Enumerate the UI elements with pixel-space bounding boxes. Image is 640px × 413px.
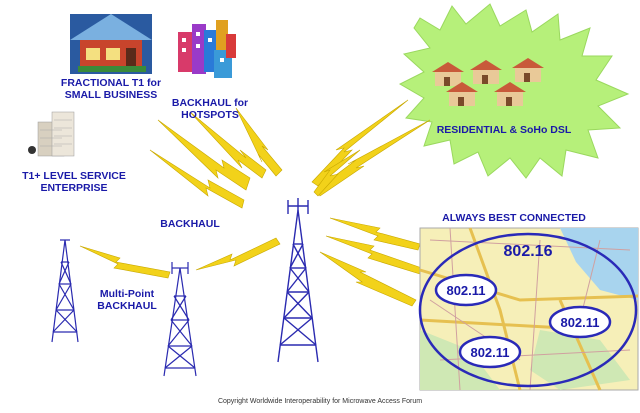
- coverage-802-11-bottom-ellipse: [458, 335, 522, 369]
- lightning-bolt: [79, 245, 171, 279]
- label-802-11-right: 802.11: [560, 315, 599, 330]
- wireless-links: [79, 99, 431, 307]
- lightning-bolt: [315, 119, 431, 197]
- fractional-t1-label: FRACTIONAL T1 for SMALL BUSINESS: [46, 77, 176, 101]
- fractional-t1-line2: SMALL BUSINESS: [64, 89, 158, 101]
- left-tower: [51, 239, 79, 343]
- copyright-text: Copyright Worldwide Interoperability for…: [217, 398, 423, 405]
- lightning-bolt: [319, 251, 417, 307]
- city-map: 802.16 802.11 802.11 802.11: [418, 227, 639, 391]
- multipoint-line2: BACKHAUL: [97, 300, 157, 312]
- lightning-bolt: [157, 119, 251, 191]
- lightning-bolt: [329, 217, 421, 251]
- backhaul-label: BACKHAUL: [160, 218, 220, 230]
- small-business-icon: [70, 14, 152, 74]
- central-tower: [277, 198, 319, 363]
- label-802-11-left: 802.11: [446, 283, 485, 298]
- fractional-t1-line1: FRACTIONAL T1 for: [60, 77, 162, 89]
- t1-enterprise-label: T1+ LEVEL SERVICE ENTERPRISE: [14, 170, 134, 194]
- multipoint-tower: [163, 262, 197, 377]
- multipoint-line1: Multi-Point: [99, 288, 155, 300]
- lightning-bolt: [149, 149, 245, 209]
- backhaul-hotspots-line2: HOTSPOTS: [181, 109, 239, 121]
- lightning-bolt: [189, 111, 267, 179]
- hotspot-buildings-icon: [178, 20, 236, 78]
- t1-enterprise-line1: T1+ LEVEL SERVICE: [22, 170, 126, 182]
- t1-enterprise-line2: ENTERPRISE: [40, 182, 108, 194]
- lightning-bolt: [195, 237, 281, 271]
- lightning-bolt: [235, 107, 283, 177]
- residential-label: RESIDENTIAL & SoHo DSL: [436, 124, 572, 136]
- always-best-connected-label: ALWAYS BEST CONNECTED: [442, 212, 586, 224]
- multipoint-backhaul-label: Multi-Point BACKHAUL: [82, 288, 172, 312]
- coverage-802-16-ellipse: [418, 232, 638, 388]
- coverage-802-11-right-ellipse: [548, 305, 612, 339]
- coverage-802-11-left-ellipse: [434, 273, 498, 307]
- residential-houses-icon: [432, 58, 544, 106]
- enterprise-building-icon: [28, 111, 75, 157]
- backhaul-hotspots-line1: BACKHAUL for: [171, 97, 249, 109]
- backhaul-hotspots-label: BACKHAUL for HOTSPOTS: [160, 97, 260, 121]
- label-802-16: 802.16: [504, 243, 553, 260]
- lightning-bolt: [313, 149, 361, 197]
- label-802-11-bottom: 802.11: [470, 345, 509, 360]
